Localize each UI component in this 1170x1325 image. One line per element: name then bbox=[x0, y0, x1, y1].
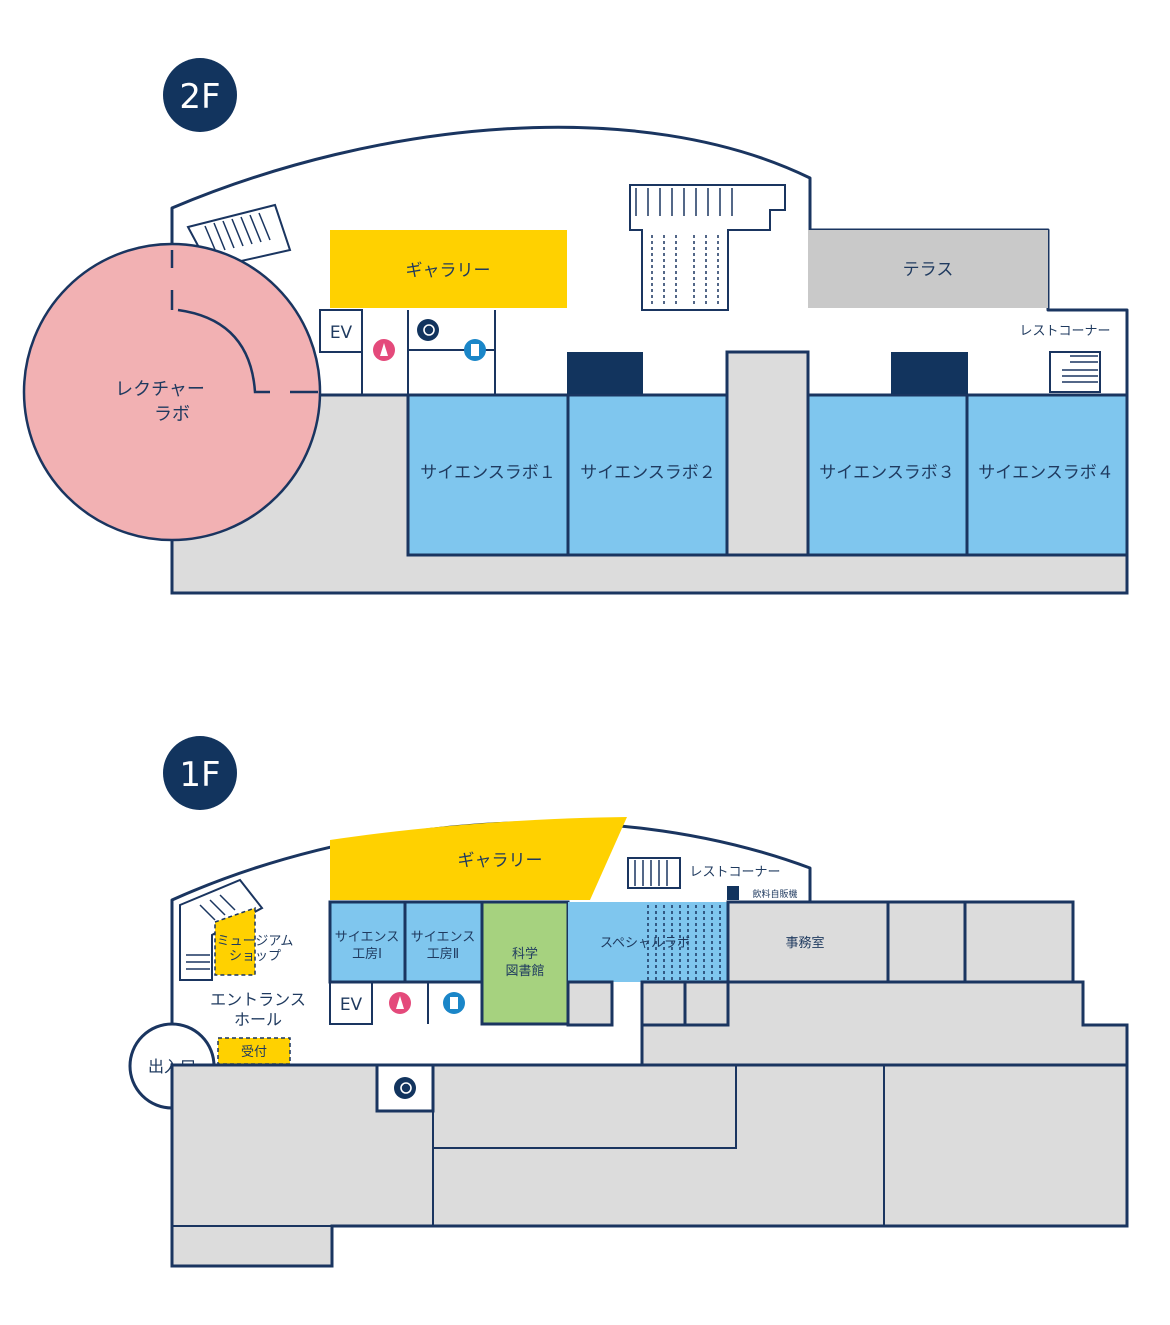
svg-text:2F: 2F bbox=[179, 77, 220, 117]
floor-2-rest-corner-label: レストコーナー bbox=[1019, 324, 1110, 339]
floor-1-room-b bbox=[963, 900, 1075, 984]
floor-2-stairs-center bbox=[629, 184, 786, 311]
floor-1-stairs-nw bbox=[179, 878, 264, 981]
floor-2-ev-label: EV bbox=[330, 323, 353, 343]
floor-1-badge: 1F bbox=[163, 736, 237, 810]
accessible-restroom-icon bbox=[394, 1077, 416, 1099]
svg-text:1F: 1F bbox=[179, 755, 220, 795]
floor-2-lecture-lab[interactable]: レクチャー ラボ bbox=[22, 242, 322, 542]
floor-1-library-label-2: 図書館 bbox=[505, 964, 544, 979]
floor-1-reception-label: 受付 bbox=[241, 1045, 267, 1060]
floor-2-lab-4-label: サイエンスラボ４ bbox=[978, 463, 1114, 483]
floor-1-workshop-1-label-2: 工房Ⅰ bbox=[352, 946, 382, 962]
floor-1-room-d bbox=[683, 980, 730, 1027]
floor-2-gallery[interactable] bbox=[330, 230, 567, 308]
floor-1-office-label: 事務室 bbox=[785, 935, 824, 951]
floor-2-lab-2-label: サイエンスラボ２ bbox=[580, 463, 716, 483]
men-restroom-icon bbox=[464, 339, 486, 361]
floor-1-special-lab-stairs bbox=[647, 905, 721, 980]
floor-1-rest-corner-label: レストコーナー bbox=[689, 865, 780, 880]
floor-1-gallery-label: ギャラリー bbox=[458, 851, 543, 871]
men-restroom-icon bbox=[443, 992, 465, 1014]
floor-2-badge: 2F bbox=[163, 58, 237, 132]
floor-1-office[interactable] bbox=[726, 900, 890, 984]
floor-1-gallery[interactable] bbox=[330, 817, 627, 900]
floor-1-entrance-hall-label-2: ホール bbox=[234, 1010, 282, 1029]
floor-1-workshop-2-label-2: 工房Ⅱ bbox=[427, 946, 459, 962]
floor-2-stairs-east bbox=[1049, 351, 1101, 393]
floor-1-workshop-2-label-1: サイエンス bbox=[411, 930, 476, 945]
floor-1-ev-label: EV bbox=[340, 995, 363, 1015]
floor-2-science-lab-1[interactable] bbox=[406, 393, 570, 557]
floor-2-lab-3-label: サイエンスラボ３ bbox=[819, 463, 955, 483]
floor-1-workshop-1-label-1: サイエンス bbox=[335, 930, 400, 945]
floor-1-science-library[interactable] bbox=[480, 900, 570, 1026]
floor-1-room-e bbox=[566, 980, 614, 1027]
floor-2-gallery-label: ギャラリー bbox=[406, 261, 491, 281]
floor-1-reception[interactable] bbox=[217, 1037, 291, 1065]
floor-1-room-c bbox=[640, 980, 687, 1027]
floor-2-science-lab-2[interactable] bbox=[566, 393, 729, 557]
floor-2: 2F bbox=[22, 58, 1129, 595]
floor-1-library-label-1: 科学 bbox=[512, 946, 538, 962]
floor-1-room-a bbox=[886, 900, 967, 984]
vending-machine-icon bbox=[727, 886, 739, 900]
floor-1-entrance-hall-label-1: エントランス bbox=[210, 990, 306, 1009]
floor-1-lower-walls bbox=[172, 1065, 885, 1227]
floor-2-restroom-walls bbox=[361, 310, 496, 395]
floor-1-museum-shop-label-2: ショップ bbox=[229, 949, 281, 964]
women-restroom-icon bbox=[389, 992, 411, 1014]
floor-1-workshop-2[interactable] bbox=[403, 900, 484, 984]
floor-2-lab-1-label: サイエンスラボ１ bbox=[420, 463, 556, 483]
floor-1-restroom-walls bbox=[371, 982, 483, 1024]
floor-1-museum-shop-label-1: ミュージアム bbox=[217, 934, 294, 949]
floor-2-science-lab-4[interactable] bbox=[965, 393, 1129, 557]
floor-1-museum-shop[interactable] bbox=[214, 906, 256, 976]
floor-1-stairs-rest bbox=[627, 857, 681, 889]
floor-2-lecture-label-1: レクチャー bbox=[115, 379, 205, 400]
floor-2-core-column bbox=[725, 350, 810, 557]
floor-2-terrace-label: テラス bbox=[903, 260, 954, 280]
floor-2-terrace[interactable] bbox=[808, 230, 1048, 308]
floor-2-prep-room-b bbox=[891, 352, 968, 394]
floor-1: 1F ギャラリー レストコーナー 飲料自販機 ミュージアム ショップ サイエンス bbox=[128, 736, 1129, 1268]
floor-1-lower-area bbox=[170, 1063, 1129, 1268]
women-restroom-icon bbox=[373, 339, 395, 361]
floor-1-special-lab-label: スペシャルラボ bbox=[600, 936, 690, 951]
floor-2-prep-room-a bbox=[567, 352, 643, 394]
floor-2-lecture-label-2: ラボ bbox=[154, 404, 190, 425]
accessible-restroom-icon bbox=[417, 319, 439, 341]
floor-1-vending-label: 飲料自販機 bbox=[752, 888, 797, 900]
